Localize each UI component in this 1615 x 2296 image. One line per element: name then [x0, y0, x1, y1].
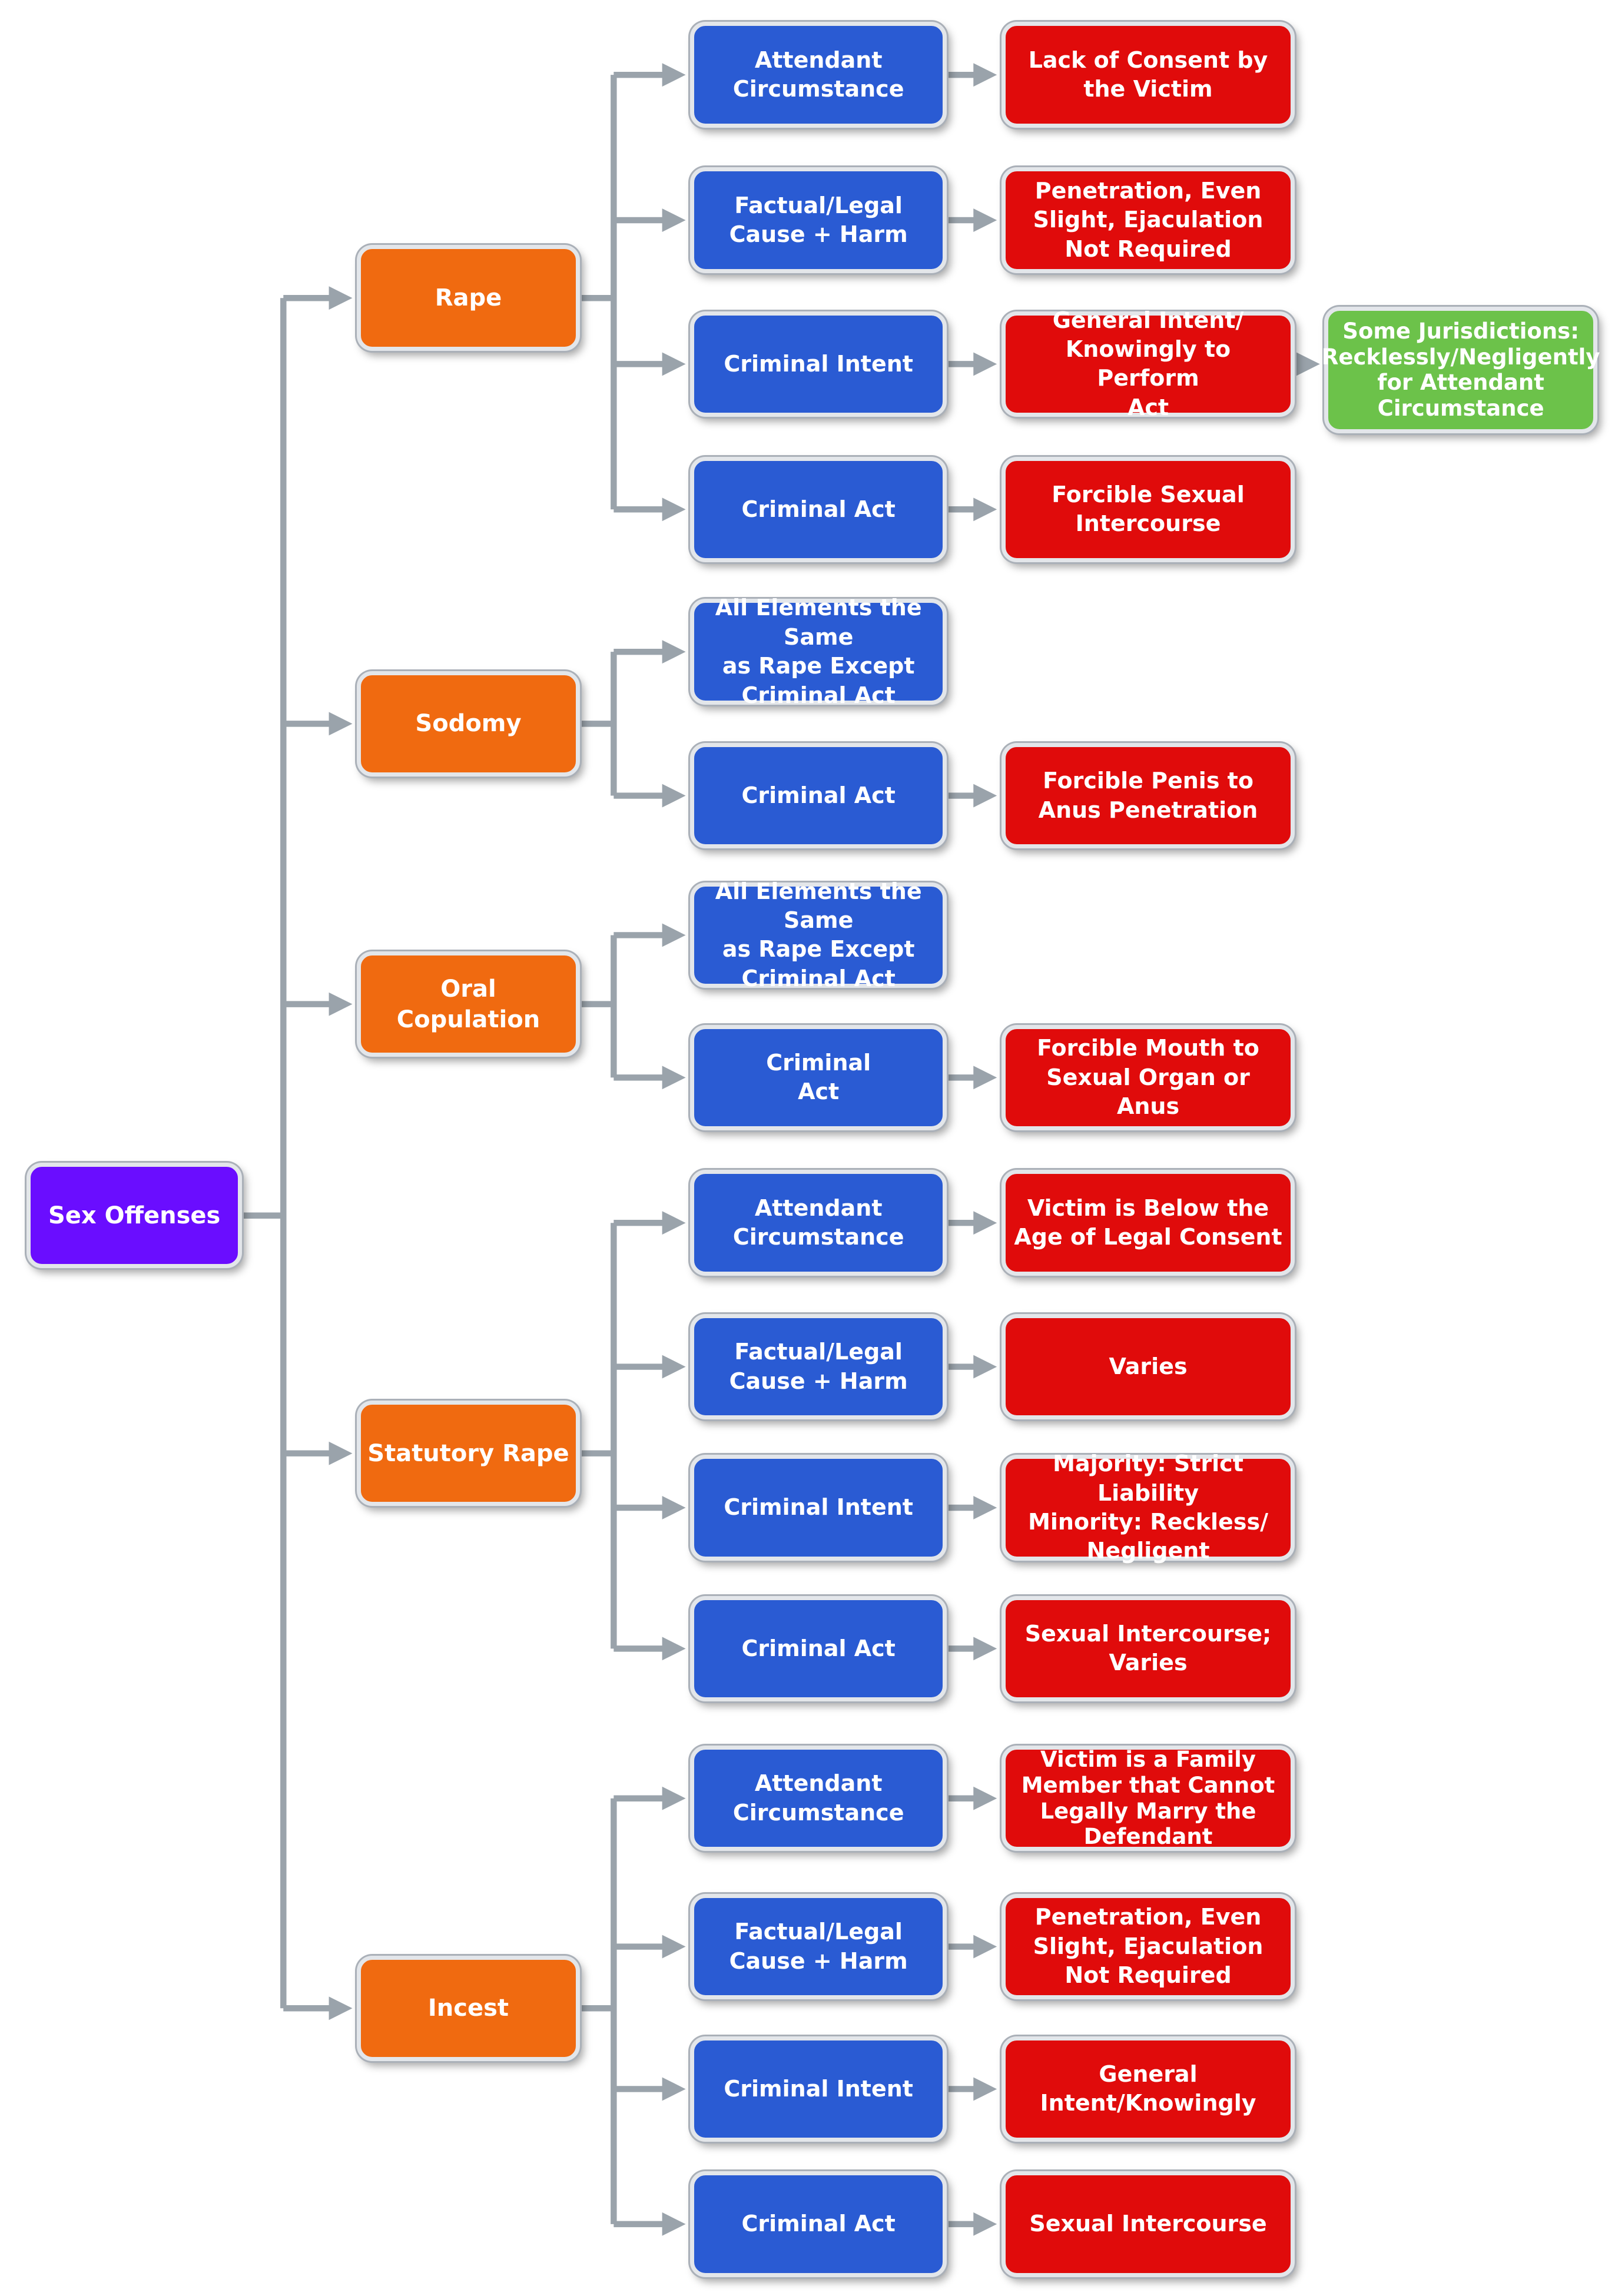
statutory-cause-harm-detail: Varies [1001, 1313, 1295, 1420]
arrow-to-element [662, 352, 686, 376]
incest-criminal-act-detail: Sexual Intercourse [1001, 2171, 1295, 2277]
rape-criminal-act-detail: Forcible Sexual Intercourse [1001, 456, 1295, 563]
statutory-attendant-circumstance-detail: Victim is Below the Age of Legal Consent [1001, 1170, 1295, 1276]
node-sex-offenses: Sex Offenses [26, 1162, 243, 1269]
statutory-criminal-intent-detail: Majority: Strict Liability Minority: Rec… [1001, 1451, 1295, 1564]
rape-cause-harm-detail: Penetration, Even Slight, Ejaculation No… [1001, 167, 1295, 273]
arrow-to-note [1296, 352, 1320, 376]
arrow-to-element [662, 208, 686, 232]
node-incest: Incest [356, 1955, 580, 2062]
statutory-attendant-circumstance: Attendant Circumstance [690, 1170, 947, 1276]
node-rape: Rape [356, 245, 580, 351]
rape-criminal-act: Criminal Act [690, 456, 947, 563]
rape-attendant-circumstance-detail: Lack of Consent by the Victim [1001, 22, 1295, 128]
arrow-to-detail [973, 63, 997, 87]
arrow-to-detail [973, 1355, 997, 1379]
arrow-to-offense [329, 286, 353, 310]
node-statutory-rape: Statutory Rape [356, 1400, 580, 1507]
sodomy-criminal-act-detail: Forcible Penis to Anus Penetration [1001, 742, 1295, 849]
arrow-to-element [662, 1211, 686, 1235]
node-sodomy: Sodomy [356, 671, 580, 777]
arrow-to-element [662, 63, 686, 87]
rape-intent-jurisdiction-note: Some Jurisdictions: Recklessly/Negligent… [1322, 307, 1600, 433]
statutory-factual-legal-cause-harm: Factual/Legal Cause + Harm [690, 1313, 947, 1420]
arrow-to-detail [973, 497, 997, 522]
oral-copulation-criminal-act: Criminal Act [690, 1024, 947, 1131]
arrow-to-offense [329, 1441, 353, 1465]
arrow-to-element [662, 1935, 686, 1959]
arrow-to-element [662, 2212, 686, 2236]
oral-copulation-same-as-rape: All Elements the Same as Rape Except Cri… [690, 878, 947, 991]
arrow-to-detail [973, 2212, 997, 2236]
arrow-to-element [662, 497, 686, 522]
sodomy-criminal-act: Criminal Act [690, 742, 947, 849]
incest-cause-harm-detail: Penetration, Even Slight, Ejaculation No… [1001, 1893, 1295, 2000]
incest-attendant-circumstance: Attendant Circumstance [690, 1745, 947, 1852]
sodomy-same-as-rape: All Elements the Same as Rape Except Cri… [690, 595, 947, 708]
arrow-to-detail [973, 208, 997, 232]
arrow-to-detail [973, 2077, 997, 2101]
arrow-to-detail [973, 1786, 997, 1810]
arrow-to-element [662, 640, 686, 664]
rape-attendant-circumstance: Attendant Circumstance [690, 22, 947, 128]
rape-criminal-intent: Criminal Intent [690, 311, 947, 417]
rape-factual-legal-cause-harm: Factual/Legal Cause + Harm [690, 167, 947, 273]
oral-copulation-criminal-act-detail: Forcible Mouth to Sexual Organ or Anus [1001, 1024, 1295, 1131]
arrow-to-element [662, 1637, 686, 1661]
node-oral-copulation: Oral Copulation [356, 951, 580, 1057]
arrow-to-element [662, 2077, 686, 2101]
arrow-to-detail [973, 1066, 997, 1090]
statutory-criminal-intent: Criminal Intent [690, 1455, 947, 1561]
incest-attendant-circumstance-detail: Victim is a Family Member that Cannot Le… [1001, 1745, 1295, 1852]
statutory-criminal-act: Criminal Act [690, 1595, 947, 1702]
statutory-criminal-act-detail: Sexual Intercourse; Varies [1001, 1595, 1295, 1702]
arrow-to-offense [329, 712, 353, 736]
rape-criminal-intent-detail: General Intent/ Knowingly to Perform Act [1001, 307, 1295, 420]
arrow-to-offense [329, 1996, 353, 2020]
arrow-to-element [662, 1066, 686, 1090]
incest-factual-legal-cause-harm: Factual/Legal Cause + Harm [690, 1893, 947, 2000]
incest-criminal-intent-detail: General Intent/Knowingly [1001, 2036, 1295, 2142]
arrow-to-offense [329, 992, 353, 1016]
incest-criminal-intent: Criminal Intent [690, 2036, 947, 2142]
arrow-to-element [662, 1355, 686, 1379]
arrow-to-element [662, 923, 686, 947]
arrow-to-element [662, 1496, 686, 1519]
arrow-to-element [662, 784, 686, 808]
arrow-to-detail [973, 784, 997, 808]
arrow-to-detail [973, 1496, 997, 1519]
arrow-to-detail [973, 1637, 997, 1661]
arrow-to-detail [973, 1935, 997, 1959]
arrow-to-detail [973, 352, 997, 376]
arrow-to-detail [973, 1211, 997, 1235]
incest-criminal-act: Criminal Act [690, 2171, 947, 2277]
arrow-to-element [662, 1786, 686, 1810]
